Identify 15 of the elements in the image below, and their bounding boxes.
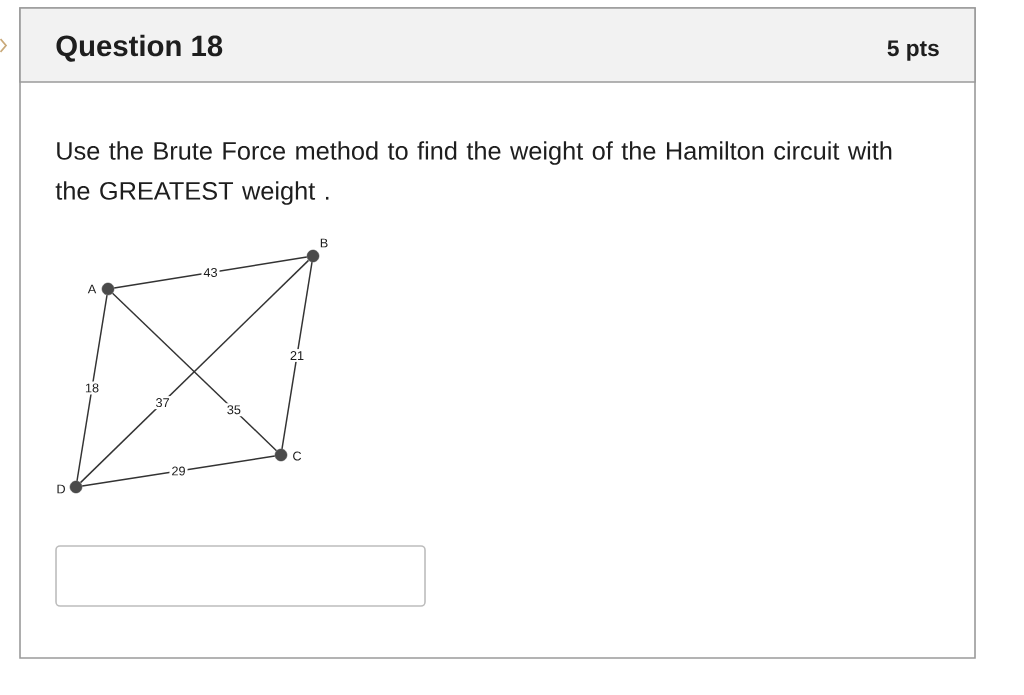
edge-label: 21	[287, 349, 307, 362]
vertex-label: B	[320, 238, 328, 248]
vertex-label: A	[87, 284, 97, 294]
edge-line	[113, 256, 308, 289]
question-title: Question 18	[56, 34, 223, 62]
edge-line	[79, 259, 310, 484]
vertex-label: D	[57, 484, 65, 494]
vertex-label: C	[293, 451, 302, 461]
edge-line	[76, 294, 108, 482]
edge-label: 43	[201, 266, 220, 279]
question-text: Use the Brute Force method to find the weight of the Hamilton circuit with the GREATEST weight .	[55, 141, 892, 205]
edge-line	[81, 455, 276, 487]
points-label: 5 pts	[887, 40, 939, 61]
edge-line	[111, 292, 278, 452]
edge-line	[281, 261, 313, 450]
